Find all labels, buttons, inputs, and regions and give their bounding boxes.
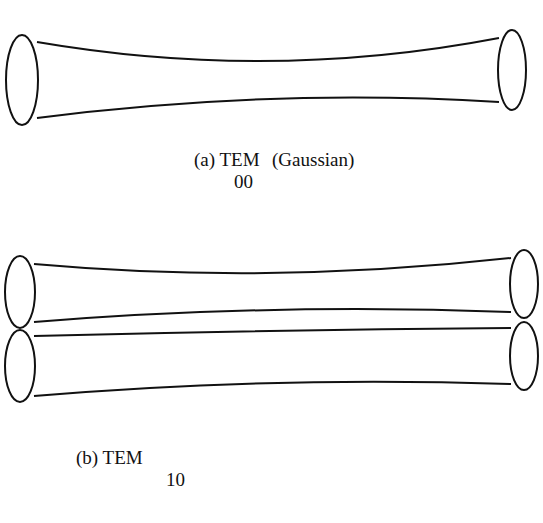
beam-edge xyxy=(37,38,499,61)
caption-text: (Gaussian) xyxy=(272,150,354,171)
beam-edge xyxy=(37,98,499,118)
beam-end-ellipse xyxy=(5,330,35,402)
mode-subscript: 00 xyxy=(234,172,253,193)
beam-end-ellipse xyxy=(510,250,538,318)
caption-text: (a) TEM xyxy=(194,150,260,171)
beam-end-ellipse xyxy=(6,35,38,125)
mode-subscript: 10 xyxy=(166,470,185,491)
caption-text: (b) TEM xyxy=(76,448,143,469)
beam-end-ellipse xyxy=(510,322,538,390)
beam-edge xyxy=(34,258,511,273)
beam-edge xyxy=(34,328,511,336)
beam-edge xyxy=(34,309,511,322)
beam-end-ellipse xyxy=(498,30,526,110)
beam-edge xyxy=(34,382,511,396)
beam-end-ellipse xyxy=(5,256,35,328)
